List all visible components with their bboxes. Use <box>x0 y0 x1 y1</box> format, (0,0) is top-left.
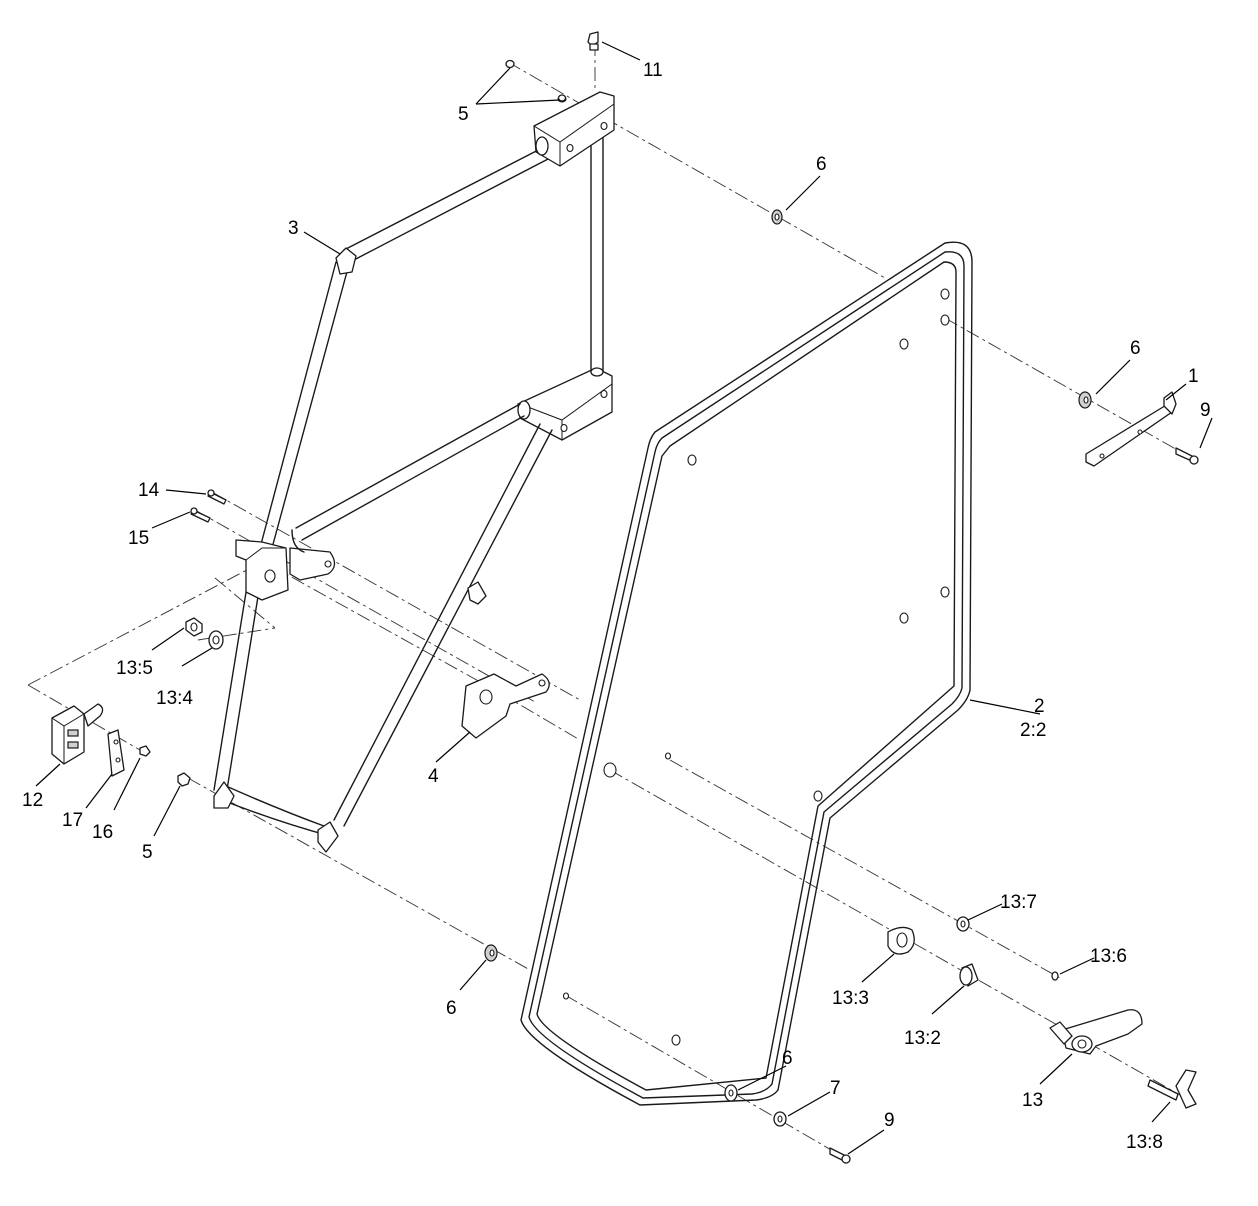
callout-2: 2 <box>1034 696 1045 717</box>
callout-13: 13 <box>1022 1090 1043 1111</box>
callout-1: 1 <box>1188 366 1199 387</box>
wing-screw-13-8 <box>1147 1069 1197 1109</box>
callout-15: 15 <box>128 528 149 549</box>
callout-5-top: 5 <box>458 104 469 125</box>
bolt-9-right <box>1175 447 1199 465</box>
callout-5-bottom: 5 <box>142 842 153 863</box>
callout-13-3: 13:3 <box>832 988 869 1009</box>
callout-17: 17 <box>62 810 83 831</box>
door-glass-panel <box>520 241 973 1106</box>
callout-7: 7 <box>830 1078 841 1099</box>
nut-13-5 <box>185 617 203 637</box>
nut-5-bottom <box>177 772 191 787</box>
callout-9-right: 9 <box>1200 400 1211 421</box>
washer-6-top <box>771 209 783 225</box>
callout-labels: 11 5 6 3 6 1 9 14 15 13:5 13:4 2 2:2 4 1… <box>22 60 1211 1153</box>
callout-13-5: 13:5 <box>116 658 153 679</box>
nut-16 <box>139 745 151 757</box>
bolt-9-bottom <box>829 1147 851 1164</box>
latch-12 <box>51 703 104 765</box>
screw-14 <box>207 489 227 505</box>
callout-13-4: 13:4 <box>156 688 193 709</box>
callout-3: 3 <box>288 218 299 239</box>
callout-11: 11 <box>643 60 663 81</box>
washer-6-bottom <box>724 1084 738 1102</box>
callout-13-6: 13:6 <box>1090 946 1127 967</box>
plate-4 <box>461 673 550 739</box>
callout-6-top: 6 <box>816 154 827 175</box>
callout-6-bottom: 6 <box>782 1048 793 1069</box>
washer-7 <box>773 1111 787 1127</box>
callout-6-right: 6 <box>1130 338 1141 359</box>
callout-16: 16 <box>92 822 113 843</box>
callout-13-2: 13:2 <box>904 1028 941 1049</box>
washer-6-right <box>1078 391 1092 409</box>
center-lines <box>27 42 1196 1159</box>
leader-lines <box>35 41 1213 1155</box>
bushing-13-2 <box>959 963 979 987</box>
callout-14: 14 <box>138 480 160 501</box>
washer-13-7 <box>956 916 970 932</box>
escutcheon-13-3 <box>887 926 915 955</box>
bracket-1 <box>1085 391 1177 467</box>
callout-13-8: 13:8 <box>1126 1132 1163 1153</box>
door-frame <box>213 91 615 853</box>
callout-4: 4 <box>428 766 439 787</box>
callout-13-7: 13:7 <box>1000 892 1037 913</box>
grease-fitting-11 <box>587 31 599 51</box>
washer-6-bottom-left <box>484 944 498 962</box>
screw-15 <box>190 507 211 523</box>
pin-13-6 <box>1051 971 1059 981</box>
nut-5-top <box>505 59 567 102</box>
callout-12: 12 <box>22 790 43 811</box>
plate-17 <box>107 729 125 777</box>
handle-13 <box>1049 1009 1143 1055</box>
washer-13-4 <box>208 630 224 650</box>
callout-6-bottom-left: 6 <box>446 998 457 1019</box>
callout-2-2: 2:2 <box>1020 720 1046 741</box>
callout-9-bottom: 9 <box>884 1110 895 1131</box>
